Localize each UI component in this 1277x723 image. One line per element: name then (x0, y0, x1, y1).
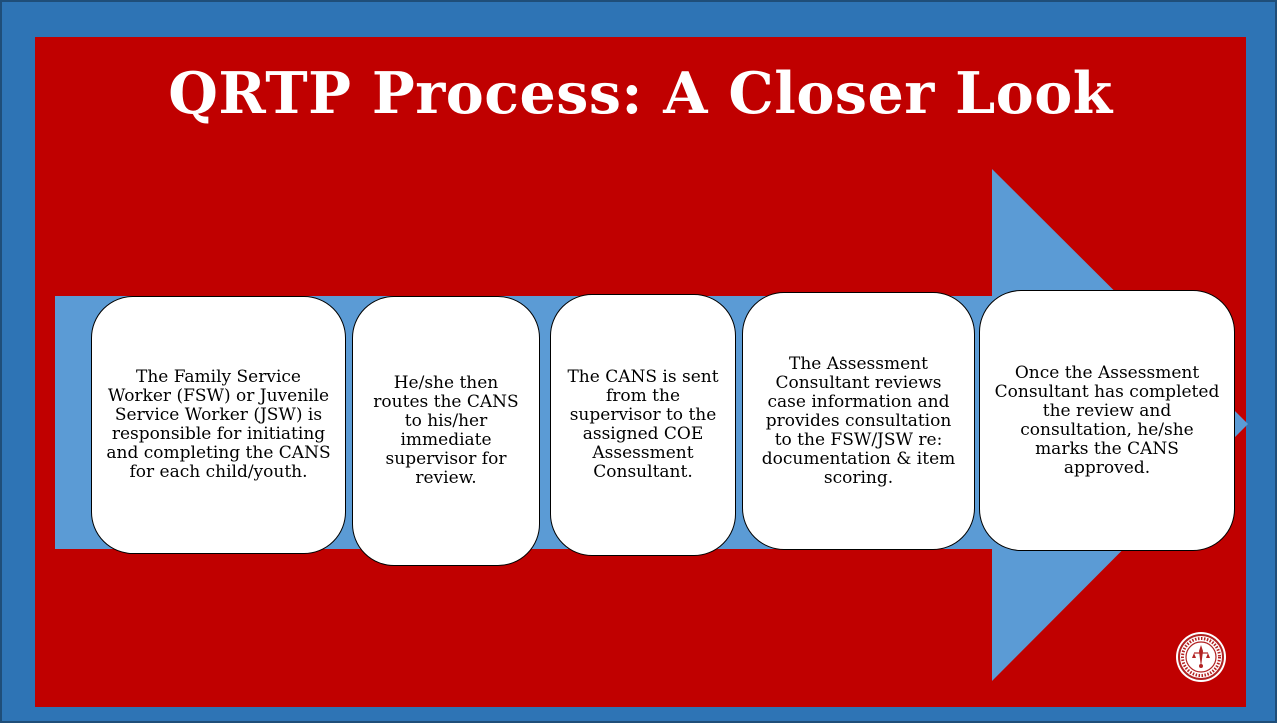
step-box-3: The CANS is sent from the supervisor to … (550, 294, 736, 556)
step-box-2: He/she then routes the CANS to his/her i… (352, 296, 540, 566)
court-seal-graphic (1178, 634, 1224, 680)
step-text-3: The CANS is sent from the supervisor to … (567, 367, 719, 482)
step-text-1: The Family Service Worker (FSW) or Juven… (106, 367, 331, 482)
step-box-4: The Assessment Consultant reviews case i… (742, 292, 975, 550)
step-text-2: He/she then routes the CANS to his/her i… (373, 373, 519, 488)
slide-title: QRTP Process: A Closer Look (168, 60, 1113, 127)
step-text-5: Once the Assessment Consultant has compl… (994, 362, 1220, 478)
step-box-1: The Family Service Worker (FSW) or Juven… (91, 296, 346, 554)
court-seal-icon (1176, 632, 1226, 682)
step-box-5: Once the Assessment Consultant has compl… (979, 290, 1235, 551)
step-text-4: The Assessment Consultant reviews case i… (761, 353, 956, 488)
